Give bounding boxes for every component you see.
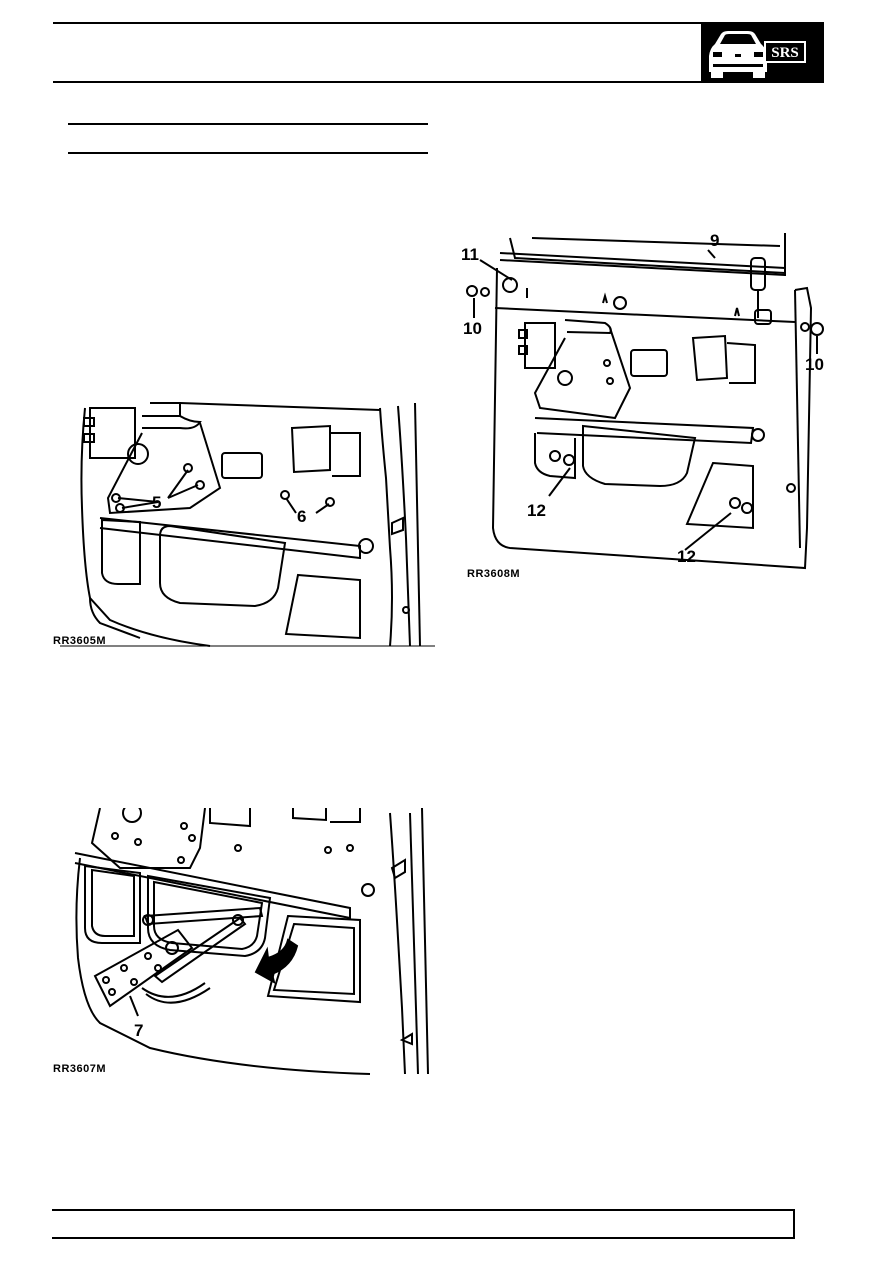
title-rule-bottom xyxy=(68,152,428,154)
srs-badge: SRS xyxy=(701,22,824,83)
page-footer xyxy=(52,1209,795,1239)
callout-5: 5 xyxy=(152,493,161,512)
callout-12-left: 12 xyxy=(527,501,546,520)
figure-rr3607m: 7 xyxy=(60,808,435,1076)
srs-badge-label: SRS xyxy=(771,45,799,61)
callout-9: 9 xyxy=(710,231,719,250)
caption-rr3608m: RR3608M xyxy=(467,568,521,580)
callout-12-right: 12 xyxy=(677,547,696,566)
car-front-icon: SRS xyxy=(709,31,806,78)
header-top-rule xyxy=(53,22,823,24)
caption-rr3605m: RR3605M xyxy=(53,635,107,647)
callout-10-right: 10 xyxy=(805,355,824,374)
header-bottom-rule xyxy=(53,81,823,83)
caption-rr3607m: RR3607M xyxy=(53,1063,107,1075)
callout-11: 11 xyxy=(461,245,479,264)
figure-rr3608m: 9 11 10 10 12 12 xyxy=(455,228,845,578)
callout-7: 7 xyxy=(134,1021,143,1040)
callout-6: 6 xyxy=(297,507,306,526)
title-rule-top xyxy=(68,123,428,125)
figure-rr3605m: 5 6 xyxy=(60,398,435,650)
callout-10-left: 10 xyxy=(463,319,482,338)
